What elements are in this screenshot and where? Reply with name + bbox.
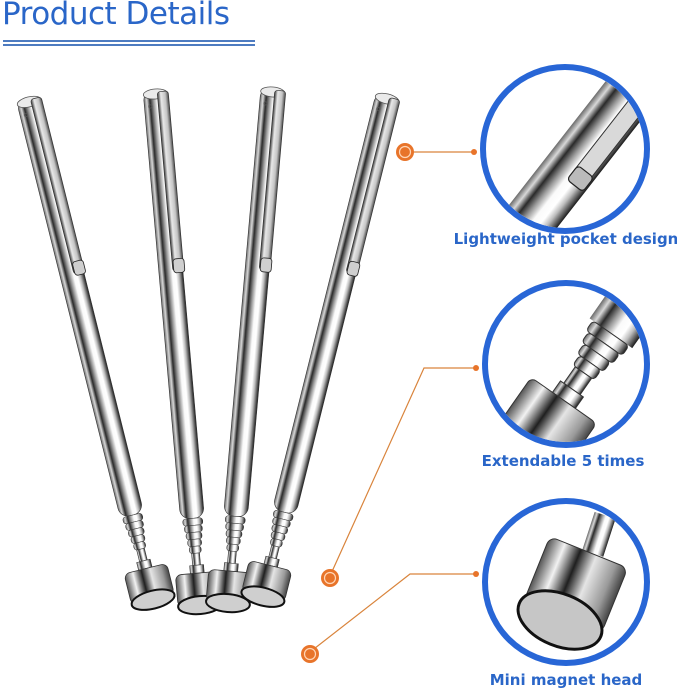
pen-2 xyxy=(131,86,224,617)
telescoping-spring-closeup-icon xyxy=(504,286,644,442)
title-underline-top xyxy=(3,40,255,42)
magnet-head-closeup-icon xyxy=(516,511,626,651)
feature-closeup-extendable xyxy=(482,280,650,448)
page-title: Product Details xyxy=(2,0,230,32)
title-underline-bottom xyxy=(3,44,255,46)
feature-label-pocket-design: Lightweight pocket design xyxy=(453,230,677,248)
feature-label-magnet-head: Mini magnet head xyxy=(489,671,643,689)
feature-closeup-magnet-head xyxy=(482,498,650,666)
callout-endpoint-dots xyxy=(471,149,479,577)
callout-lines xyxy=(309,151,476,653)
pocket-clip-closeup-icon xyxy=(486,70,644,228)
feature-label-extendable: Extendable 5 times xyxy=(481,452,645,470)
feature-closeup-pocket-clip xyxy=(480,64,650,234)
callout-markers xyxy=(301,143,414,663)
